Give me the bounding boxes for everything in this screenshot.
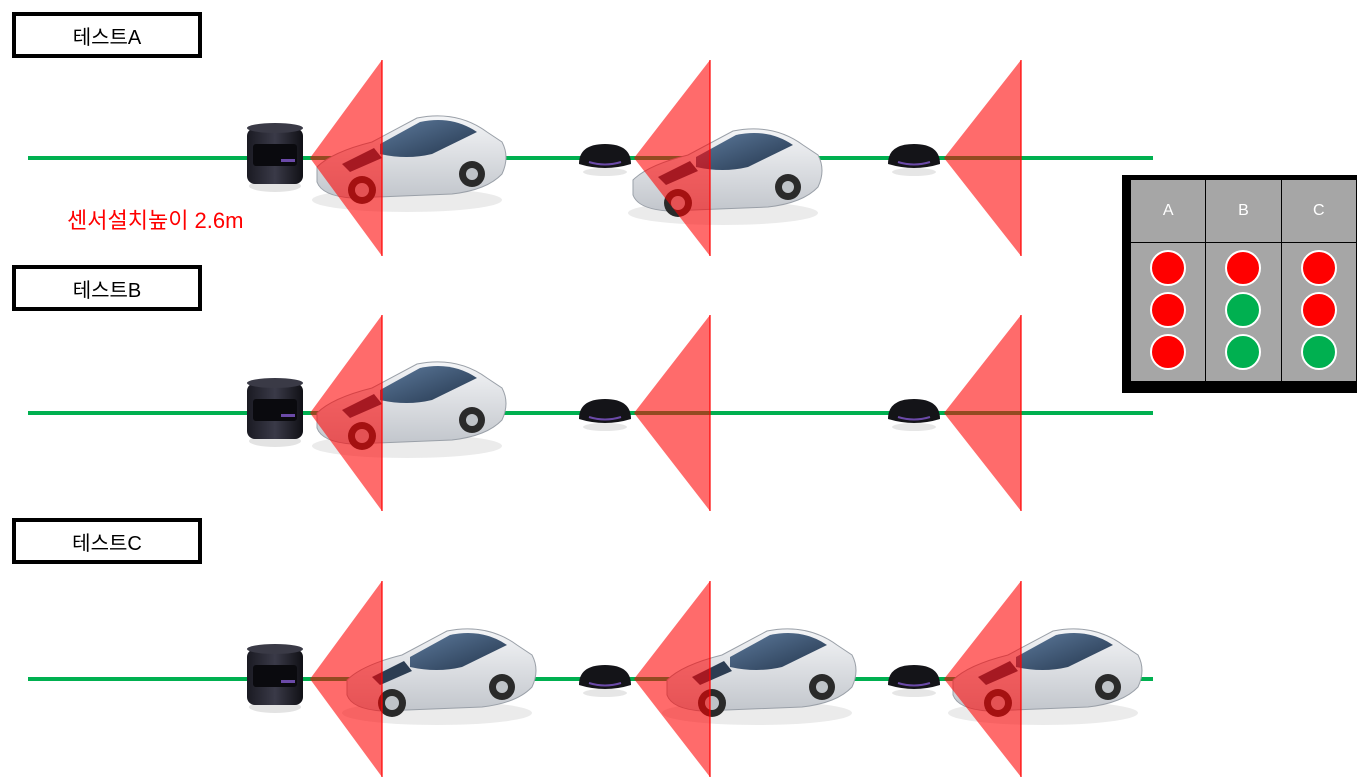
lidar-sensor-icon [247, 378, 303, 447]
small-sensor-icon [888, 665, 940, 697]
detection-zone [634, 315, 710, 511]
red-light-icon [1150, 292, 1186, 328]
legend-header-b: B [1206, 180, 1282, 242]
legend-header-c: C [1282, 180, 1357, 242]
red-light-icon [1300, 250, 1337, 286]
legend-divider [1131, 242, 1357, 243]
lidar-sensor-icon [247, 123, 303, 192]
red-light-icon [1150, 250, 1186, 286]
detection-zone [944, 60, 1021, 256]
test-row [28, 60, 1153, 256]
legend-table: A B C [1131, 180, 1357, 381]
small-sensor-icon [579, 144, 631, 176]
legend-col-c [1282, 243, 1357, 381]
green-light-icon [1300, 334, 1337, 370]
small-sensor-icon [579, 665, 631, 697]
detection-zone [310, 60, 382, 256]
detection-zone [634, 581, 710, 777]
car-icon [342, 628, 537, 725]
small-sensor-icon [888, 399, 940, 431]
red-light-icon [1150, 334, 1186, 370]
legend-col-b [1206, 243, 1282, 381]
red-light-icon [1225, 250, 1262, 286]
detection-zone [944, 581, 1021, 777]
test-c-label-text: 테스트C [72, 532, 142, 555]
test-b-label-text: 테스트B [72, 279, 142, 302]
detection-zone [634, 60, 710, 256]
detection-zone [310, 315, 382, 511]
legend-header: A B C [1131, 180, 1357, 242]
sensor-height-note: 센서설치높이 2.6m [67, 208, 244, 233]
legend-columns [1131, 243, 1357, 381]
result-legend: A B C [1122, 175, 1357, 393]
legend-col-a [1131, 243, 1207, 381]
test-a-label: 테스트A [12, 12, 202, 58]
test-a-label-text: 테스트A [72, 26, 142, 49]
small-sensor-icon [888, 144, 940, 176]
detection-zone [310, 581, 382, 777]
test-row [28, 581, 1153, 777]
red-light-icon [1300, 292, 1337, 328]
test-c-label: 테스트C [12, 518, 202, 564]
green-light-icon [1225, 334, 1262, 370]
test-row [28, 315, 1153, 511]
lidar-sensor-icon [247, 644, 303, 713]
legend-header-a: A [1131, 180, 1207, 242]
detection-zone [944, 315, 1021, 511]
green-light-icon [1225, 292, 1262, 328]
small-sensor-icon [579, 399, 631, 431]
test-b-label: 테스트B [12, 265, 202, 311]
